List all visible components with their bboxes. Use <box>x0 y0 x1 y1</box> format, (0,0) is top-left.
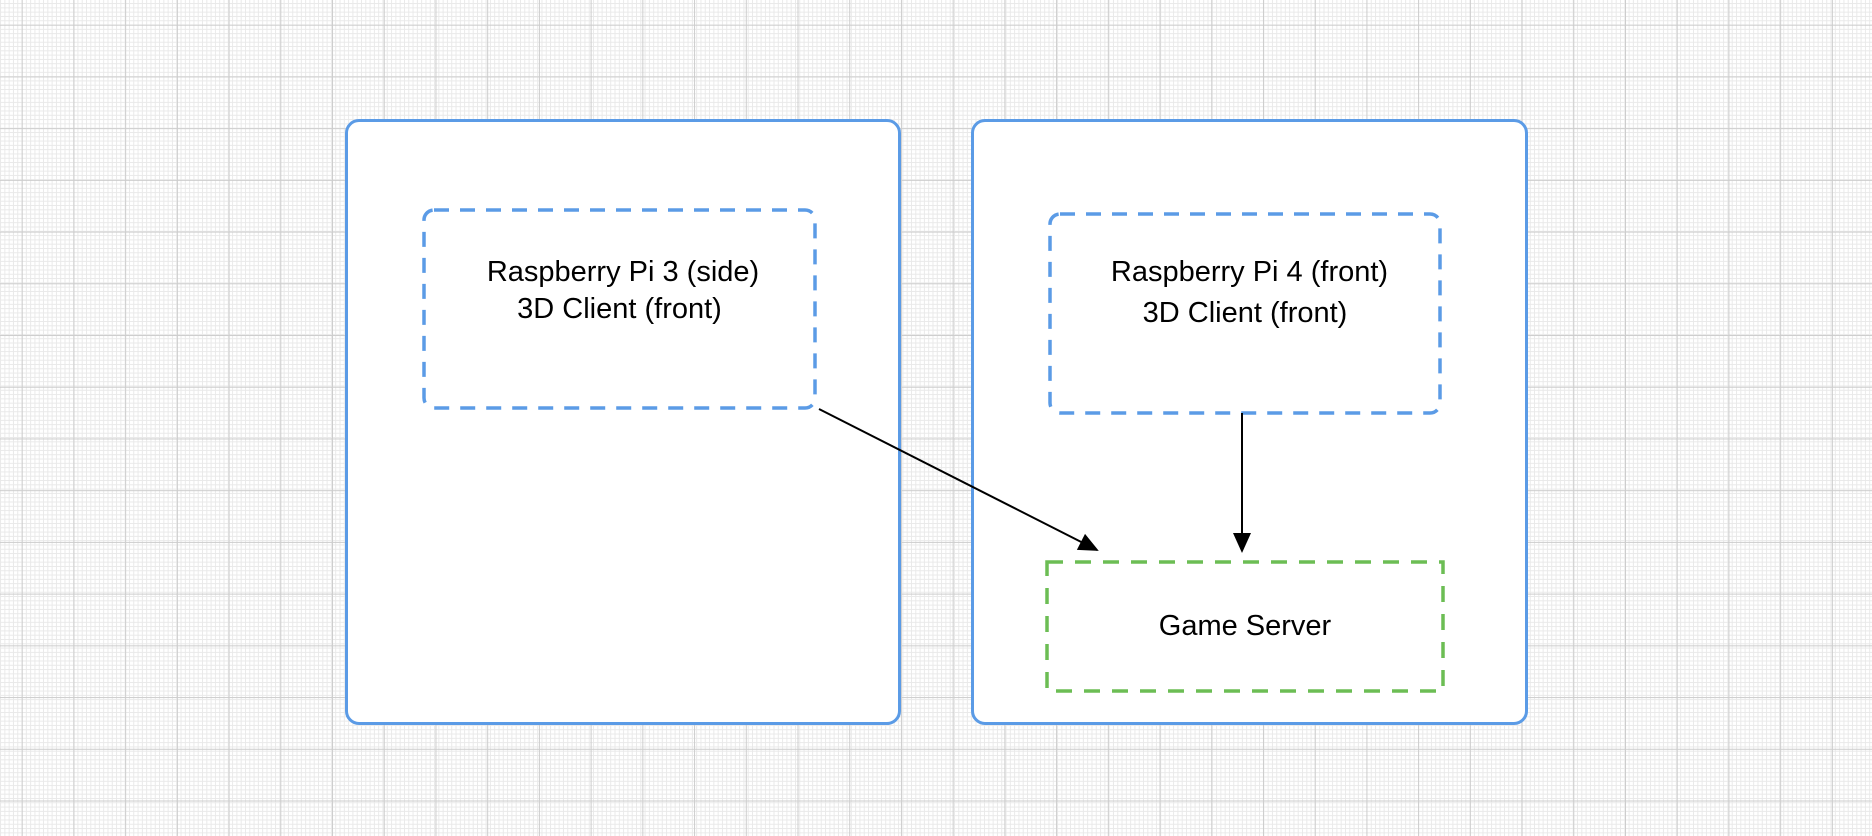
dashed-rect <box>1048 212 1442 415</box>
dashed-border-blue <box>1048 212 1442 415</box>
node-raspberry-pi-3[interactable]: Raspberry Pi 3 (side) 3D Client (front) <box>345 119 901 725</box>
node-label-game-server: Game Server <box>1158 610 1332 643</box>
node-label-3d-client-pi4: 3D Client (front) <box>1142 297 1348 330</box>
node-3d-client-pi3[interactable]: 3D Client (front) <box>422 208 817 410</box>
node-label-3d-client-pi3: 3D Client (front) <box>517 292 722 325</box>
node-title-raspberry-pi-3: Raspberry Pi 3 (side) <box>486 256 760 288</box>
node-game-server[interactable]: Game Server <box>1045 560 1445 693</box>
dashed-border-green <box>1045 560 1445 693</box>
node-raspberry-pi-4[interactable]: Raspberry Pi 4 (front) 3D Client (front)… <box>971 119 1528 725</box>
dashed-rect <box>1045 560 1445 693</box>
dashed-border-blue <box>422 208 817 410</box>
node-3d-client-pi4[interactable]: 3D Client (front) <box>1048 212 1442 415</box>
node-title-raspberry-pi-4: Raspberry Pi 4 (front) <box>1110 256 1389 288</box>
dashed-rect <box>422 208 817 410</box>
